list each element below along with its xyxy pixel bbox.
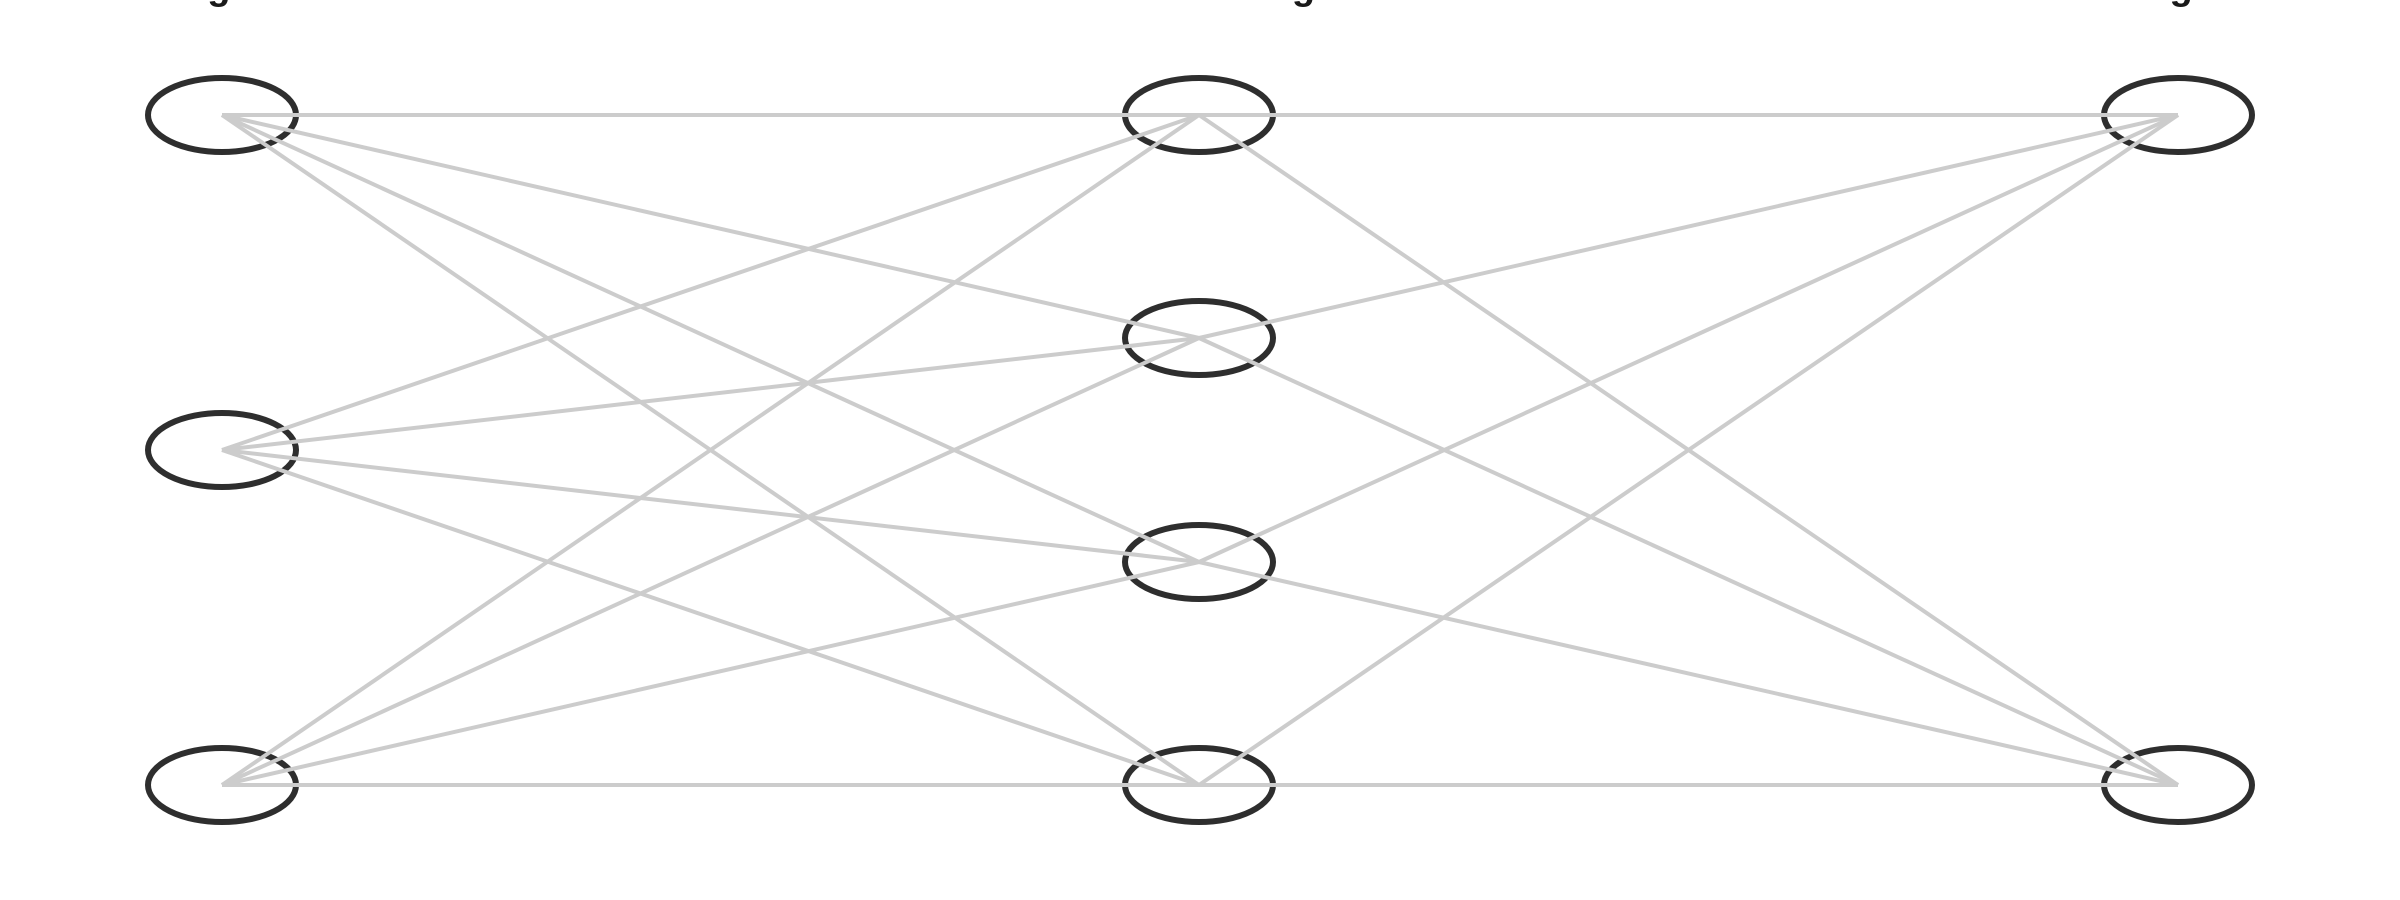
layer-label-hidden: Verarbeitung: [1083, 0, 1315, 8]
input-node: [145, 410, 299, 490]
edge-hidden-to-output: [1197, 113, 2180, 787]
edge-input-to-hidden: [221, 336, 1200, 787]
layer-label-output: Ausgabe: [2098, 0, 2258, 8]
edge-hidden-to-output: [1198, 113, 2179, 340]
edge-input-to-hidden: [221, 560, 1200, 787]
edge-hidden-to-output: [1198, 336, 2179, 787]
edge-input-to-hidden: [221, 448, 1200, 564]
edge-input-to-hidden: [221, 113, 1200, 564]
edges-group: [220, 113, 2180, 787]
edge-input-to-hidden: [221, 113, 1200, 340]
edge-input-to-hidden: [220, 113, 1201, 787]
nodes-group: [145, 75, 2255, 825]
layer-label-input: Eingabe: [148, 0, 296, 8]
edge-input-to-hidden: [221, 113, 1200, 452]
hidden-node: [1122, 522, 1276, 602]
hidden-node: [1122, 298, 1276, 378]
layer-labels-group: Eingabe Verarbeitung Ausgabe: [148, 0, 2258, 8]
edge-input-to-hidden: [221, 448, 1200, 787]
edge-hidden-to-output: [1198, 113, 2179, 564]
edge-input-to-hidden: [221, 336, 1200, 452]
edge-hidden-to-output: [1198, 560, 2179, 787]
